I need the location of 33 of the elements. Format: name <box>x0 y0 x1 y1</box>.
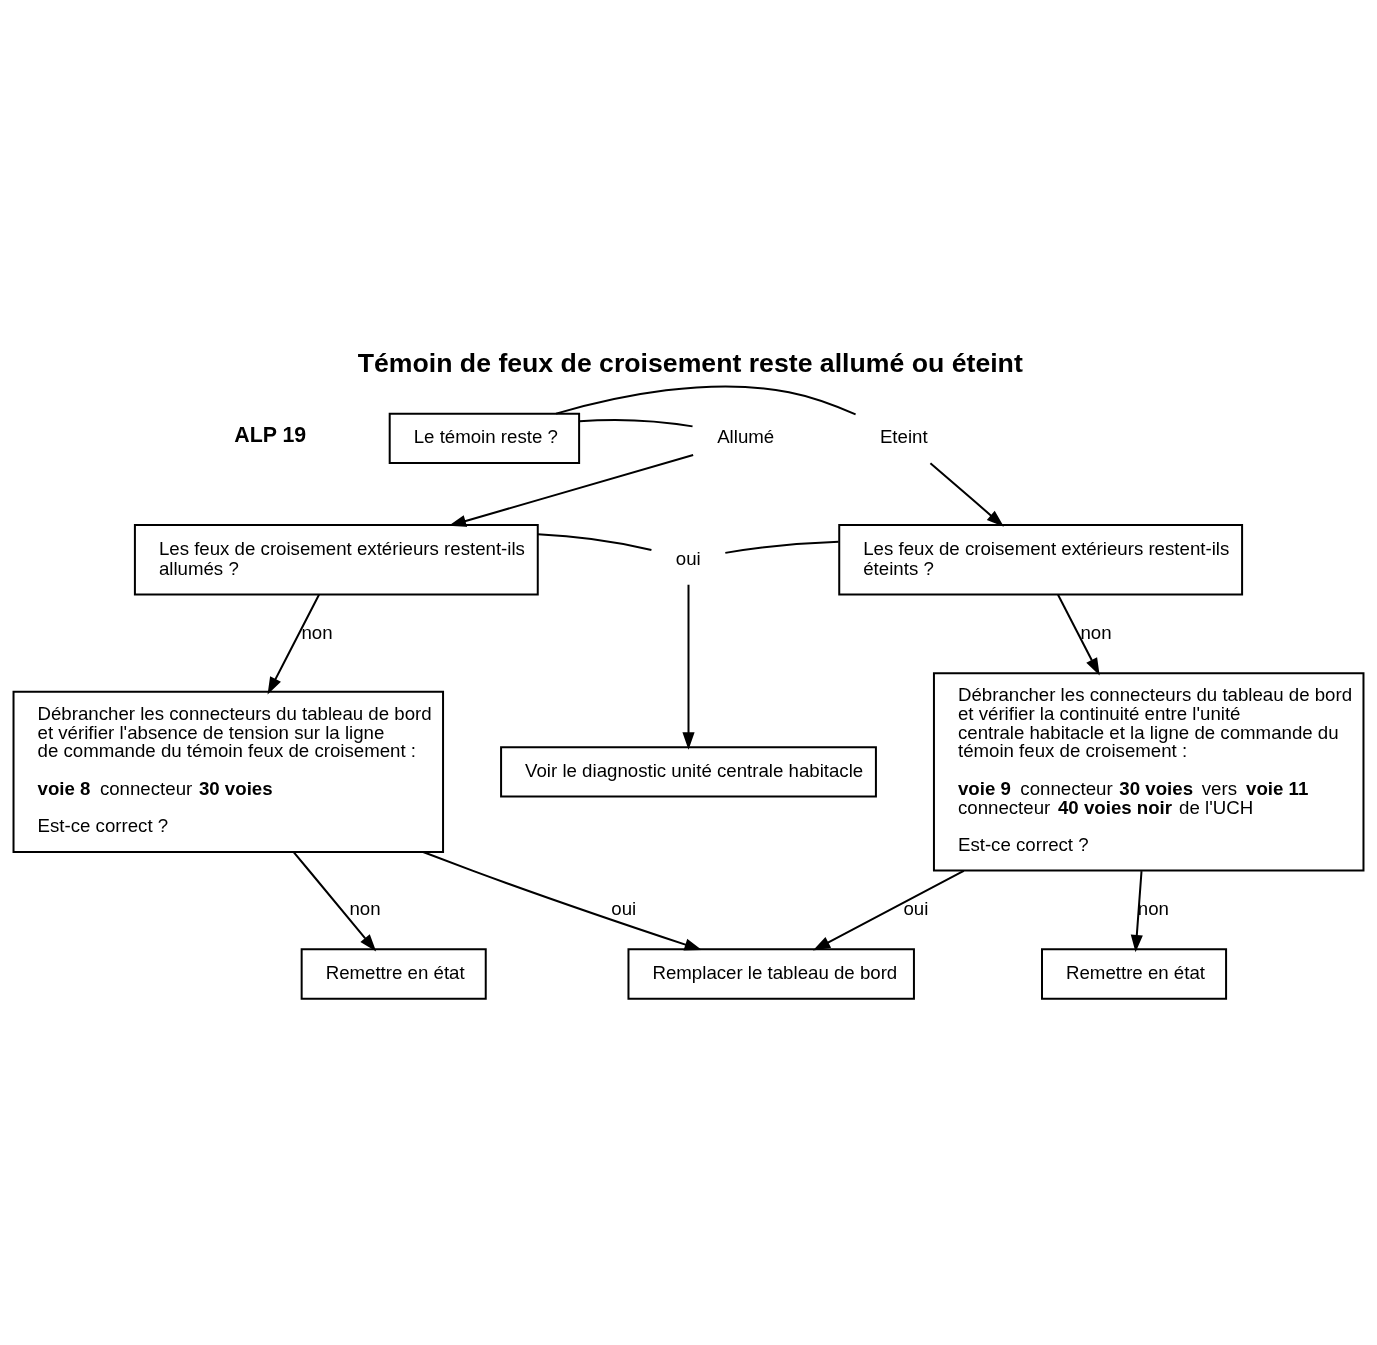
node-text: oui <box>675 547 701 569</box>
node-box: Les feux de croisement extérieurs restent-ils éteints ? <box>838 524 1244 596</box>
node-text: Eteint <box>879 426 928 448</box>
edge-label: oui <box>611 897 637 919</box>
edge-label: non <box>349 897 381 919</box>
arrow <box>1057 593 1100 676</box>
node-text: Allumé <box>717 426 775 448</box>
edge-label: non <box>301 621 333 643</box>
node-box: Débrancher les connecteurs du tableau de bord et vérifier l'absence de tension sur la ligne de commande du témoin feux de croisement : voie 8 connecteur 30 voies Est-ce correct ? <box>12 690 445 853</box>
node-box: Remettre en état <box>1041 948 1228 1000</box>
node-box: Débrancher les connecteurs du tableau de bord et vérifier la continuité entre l'unité centrale habitacle et la ligne de commande du témoin feux de croisement : voie 9 connecteur 30 voies vers voie 11 connecteur 40 voies noir de l'UCH Est-ce correct ? <box>932 672 1365 872</box>
arrow <box>812 869 965 951</box>
edge-label: non <box>1137 897 1169 919</box>
connector <box>724 540 840 554</box>
node-box: Remettre en état <box>300 948 487 1000</box>
arrow <box>929 462 1004 527</box>
node-box: Le témoin reste ? <box>388 412 581 465</box>
arrow <box>422 850 702 951</box>
arrow <box>1130 870 1143 953</box>
edge-label: oui <box>903 897 929 919</box>
label: ALP 19 <box>234 423 307 448</box>
arrow <box>448 454 695 527</box>
connector <box>536 533 653 551</box>
edge-label: non <box>1080 621 1112 643</box>
node-box: Les feux de croisement extérieurs restent-ils allumés ? <box>133 524 539 596</box>
diagram-title: Témoin de feux de croisement reste allumé ou éteint <box>357 347 1023 378</box>
arrow <box>292 851 377 952</box>
connector <box>578 418 694 428</box>
node-box: Voir le diagnostic unité centrale habitacle <box>500 746 877 798</box>
arrow <box>682 583 695 750</box>
connector <box>555 385 857 416</box>
node-box: Remplacer le tableau de bord <box>627 948 915 1000</box>
arrow <box>267 593 320 695</box>
